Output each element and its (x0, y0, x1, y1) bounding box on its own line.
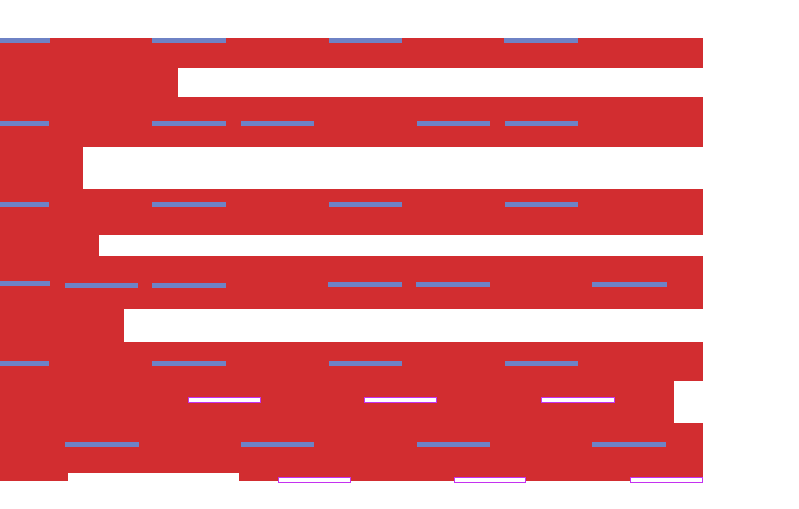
paragraph-gap (178, 68, 703, 97)
link-bar[interactable] (592, 442, 666, 447)
link-bar[interactable] (65, 283, 138, 288)
link-bar[interactable] (329, 202, 402, 207)
link-bar[interactable] (152, 283, 226, 288)
link-bar[interactable] (152, 202, 226, 207)
link-bar[interactable] (0, 121, 49, 126)
link-bar[interactable] (417, 121, 490, 126)
visited-link-bar[interactable] (630, 477, 703, 483)
visited-link-bar[interactable] (541, 397, 615, 403)
link-bar[interactable] (241, 442, 314, 447)
visited-link-bar[interactable] (364, 397, 437, 403)
link-bar[interactable] (505, 121, 578, 126)
link-bar[interactable] (504, 38, 578, 43)
link-bar[interactable] (65, 442, 139, 447)
link-bar[interactable] (241, 121, 314, 126)
link-bar[interactable] (0, 202, 49, 207)
link-bar[interactable] (0, 38, 50, 43)
link-bar[interactable] (0, 281, 50, 286)
link-bar[interactable] (329, 38, 402, 43)
text-block (0, 38, 703, 481)
paragraph-gap (68, 473, 239, 481)
visited-link-bar[interactable] (278, 477, 351, 483)
visited-link-bar[interactable] (188, 397, 261, 403)
link-bar[interactable] (416, 282, 490, 287)
link-bar[interactable] (592, 282, 667, 287)
link-bar[interactable] (505, 202, 578, 207)
link-bar[interactable] (152, 121, 226, 126)
paragraph-gap (99, 235, 703, 256)
link-bar[interactable] (505, 361, 578, 366)
link-bar[interactable] (328, 282, 402, 287)
paragraph-gap (124, 309, 703, 342)
link-bar[interactable] (0, 361, 49, 366)
link-bar[interactable] (152, 361, 226, 366)
link-bar[interactable] (329, 361, 402, 366)
visited-link-bar[interactable] (454, 477, 526, 483)
link-bar[interactable] (152, 38, 226, 43)
paragraph-gap (674, 381, 703, 423)
link-bar[interactable] (417, 442, 490, 447)
paragraph-gap (83, 147, 703, 189)
